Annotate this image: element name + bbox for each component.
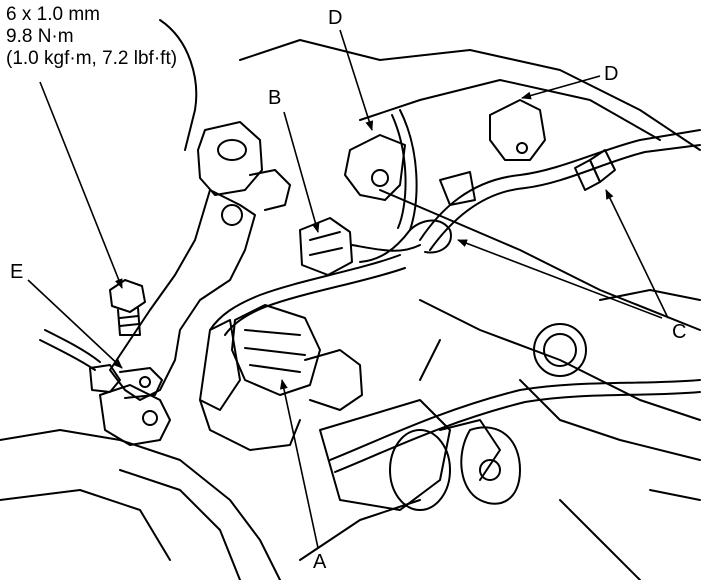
engine-block-outline	[0, 19, 701, 581]
callout-e: E	[10, 261, 24, 283]
connector-a	[199, 304, 363, 451]
spec-bolt-size: 6 x 1.0 mm	[6, 4, 100, 25]
bracket-d-top	[344, 134, 406, 201]
leader-c-1	[457, 239, 663, 319]
actuator-cylinder	[319, 399, 501, 511]
callout-c: C	[672, 321, 687, 343]
ground-terminal	[39, 329, 163, 399]
stud-fitting	[197, 121, 291, 211]
leader-a	[279, 379, 319, 549]
mounting-bolt	[109, 279, 146, 336]
torque-spec: 6 x 1.0 mm 9.8 N·m (1.0 kgf·m, 7.2 lbf·f…	[6, 4, 177, 70]
wire-harness	[209, 109, 701, 473]
leader-b	[283, 111, 320, 233]
spec-torque-nm: 9.8 N·m	[6, 26, 74, 47]
bracket-plate	[99, 189, 256, 446]
leader-c-2	[605, 189, 669, 319]
leader-torque	[39, 81, 123, 289]
callout-d-top: D	[328, 7, 343, 29]
callout-b: B	[268, 87, 282, 109]
leader-d-right	[521, 75, 601, 100]
leader-d-top	[339, 29, 374, 131]
spec-torque-alt: (1.0 kgf·m, 7.2 lbf·ft)	[6, 48, 178, 69]
bracket-d-right	[489, 99, 546, 161]
leader-lines	[27, 29, 669, 549]
callout-d-right: D	[604, 63, 619, 85]
callout-a: A	[313, 551, 327, 573]
leader-e	[27, 279, 123, 369]
round-fitting	[460, 323, 587, 505]
